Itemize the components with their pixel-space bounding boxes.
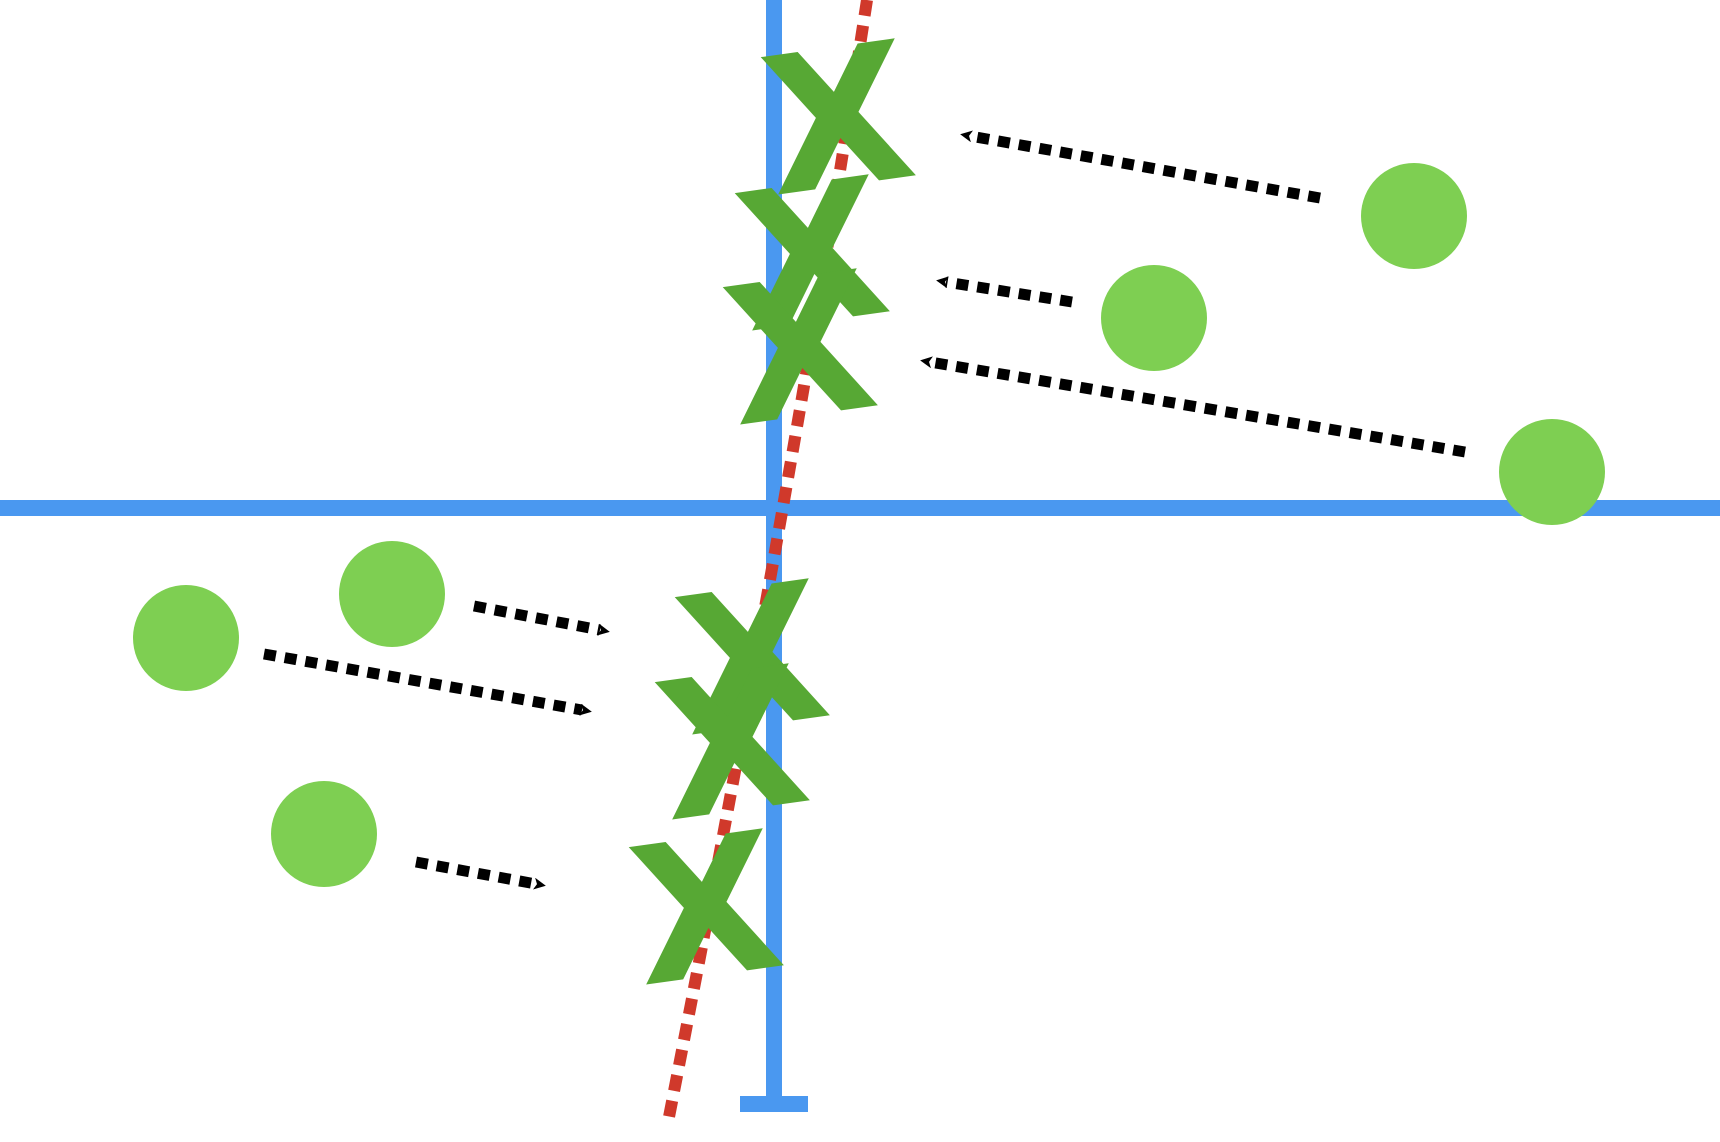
projection-arrow: [472, 600, 610, 636]
projection-arrow: [936, 276, 1073, 308]
data-point: [133, 585, 239, 691]
projection-x-mark: X: [724, 136, 900, 375]
data-point: [1361, 163, 1467, 269]
projection-x-mark: X: [664, 540, 840, 779]
projection-arrow: [263, 648, 592, 716]
projection-x-mark: X: [644, 625, 820, 864]
projection-marks: X X X X X X: [618, 0, 926, 1029]
data-points: [133, 163, 1605, 887]
data-point: [1101, 265, 1207, 371]
arrows: [263, 130, 1466, 890]
data-point: [339, 541, 445, 647]
projection-x-mark: X: [618, 790, 794, 1029]
data-point: [1499, 419, 1605, 525]
projection-arrow: [920, 356, 1466, 458]
projection-x-mark: X: [712, 230, 888, 469]
data-point: [271, 781, 377, 887]
projection-x-mark: X: [750, 0, 926, 239]
projection-arrow: [960, 130, 1321, 204]
projection-arrow: [415, 856, 546, 890]
